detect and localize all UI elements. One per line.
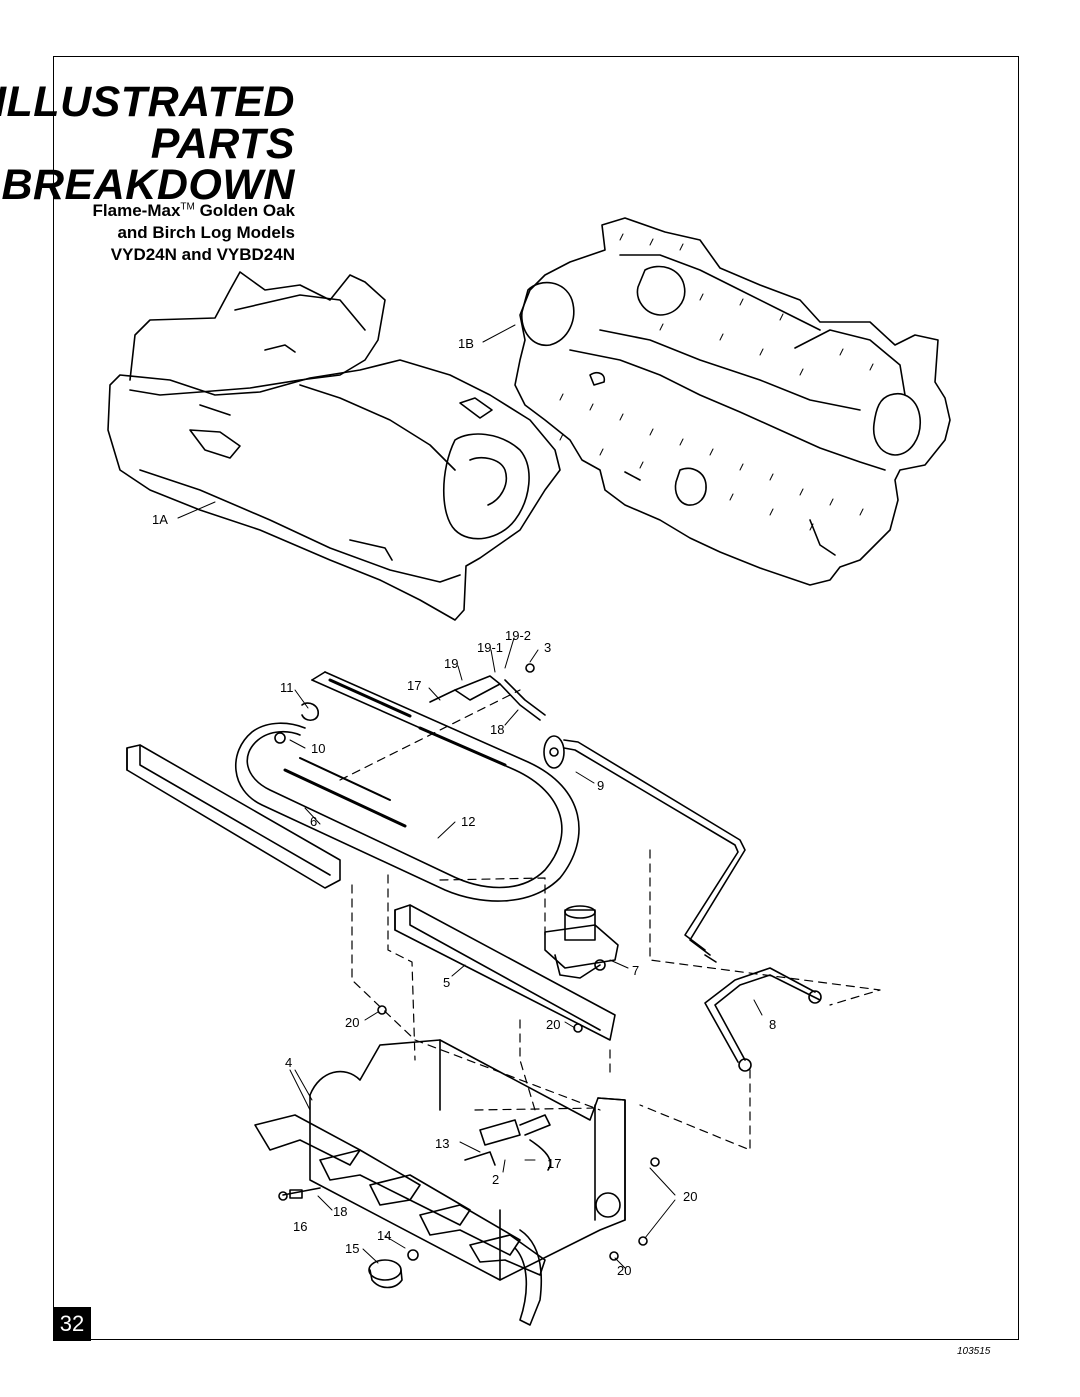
subtitle-line-3: VYD24N and VYBD24N <box>110 245 295 264</box>
callout-12: 12 <box>461 814 475 829</box>
callout-18-upper: 18 <box>490 722 504 737</box>
screws-20 <box>377 1005 660 1261</box>
callout-2: 2 <box>492 1172 499 1187</box>
callout-1b: 1B <box>458 336 474 351</box>
callout-10: 10 <box>311 741 325 756</box>
thermocouple-19 <box>429 663 546 721</box>
orifice-fitting-10 <box>274 702 319 744</box>
log-set-1a <box>107 271 561 621</box>
callout-5: 5 <box>443 975 450 990</box>
control-knob-15 <box>368 1249 419 1289</box>
callout-18-lower: 18 <box>333 1204 347 1219</box>
callout-19-2: 19-2 <box>505 628 531 643</box>
burner-base-4 <box>254 1039 626 1326</box>
burner-tube-12 <box>234 671 580 902</box>
heading-line-1: ILLUSTRATED <box>0 78 295 126</box>
callout-19: 19 <box>444 656 458 671</box>
callout-14: 14 <box>377 1228 391 1243</box>
callout-7: 7 <box>632 963 639 978</box>
gas-tube-8 <box>704 954 822 1072</box>
burner-tray-5 <box>394 904 616 1041</box>
trademark-mark: TM <box>180 201 195 213</box>
callout-20-center: 20 <box>546 1017 560 1032</box>
callout-19-1: 19-1 <box>477 640 503 655</box>
callout-20-bottom: 20 <box>617 1263 631 1278</box>
callout-labels: 1A 1B 19-2 19-1 3 19 11 17 18 10 9 6 12 … <box>152 336 776 1278</box>
subtitle-line-1: Flame-MaxTM Golden Oak <box>93 201 295 221</box>
callout-20-left: 20 <box>345 1015 359 1030</box>
heading-line-2: PARTS <box>150 120 295 168</box>
callout-20-right: 20 <box>683 1189 697 1204</box>
air-shutter-9 <box>543 735 746 956</box>
callout-8: 8 <box>769 1017 776 1032</box>
callout-1a: 1A <box>152 512 168 527</box>
pilot-assembly-13 <box>464 1114 552 1171</box>
callout-11: 11 <box>280 680 294 695</box>
ignitor-16 <box>278 1187 321 1201</box>
page-number: 32 <box>53 1307 91 1341</box>
subtitle-model-name: Golden Oak <box>194 201 295 220</box>
callout-6: 6 <box>310 814 317 829</box>
gas-valve-7 <box>544 905 619 979</box>
subtitle-line-2: and Birch Log Models <box>117 223 295 242</box>
callout-9: 9 <box>597 778 604 793</box>
alignment-lines <box>339 689 881 1151</box>
callout-17-lower: 17 <box>547 1156 561 1171</box>
callout-13: 13 <box>435 1136 449 1151</box>
callout-4: 4 <box>285 1055 292 1070</box>
log-set-1b <box>514 217 951 586</box>
leader-lines <box>177 324 763 1269</box>
log-1b-texture <box>559 233 874 531</box>
callout-17-upper: 17 <box>407 678 421 693</box>
subtitle-brand: Flame-Max <box>92 201 181 220</box>
callout-16: 16 <box>293 1219 307 1234</box>
heading-line-3: BREAKDOWN <box>1 161 295 209</box>
document-number: 103515 <box>957 1346 991 1357</box>
callout-3: 3 <box>544 640 551 655</box>
page-frame <box>53 56 1019 1340</box>
burner-bracket-6 <box>126 744 341 889</box>
callout-15: 15 <box>345 1241 359 1256</box>
